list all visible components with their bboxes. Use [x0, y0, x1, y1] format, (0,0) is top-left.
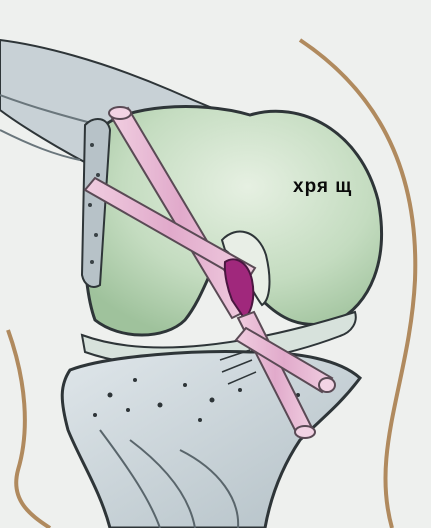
- cartilage-label: хря щ: [293, 176, 352, 198]
- ligament-end-top: [109, 107, 131, 119]
- ligament-end-bottom: [295, 426, 315, 438]
- ligament-end-right: [319, 378, 335, 392]
